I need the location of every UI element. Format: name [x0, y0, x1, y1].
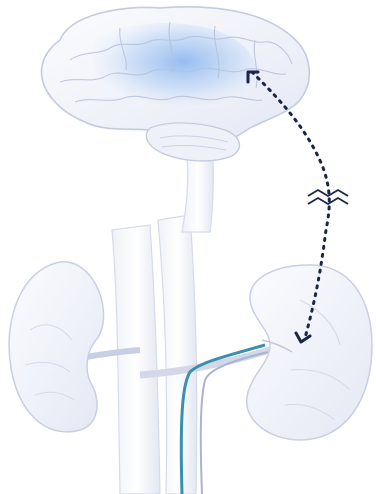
brain-icon	[42, 7, 310, 161]
vena-cava-vessel	[158, 215, 197, 494]
aorta-vessel	[112, 225, 160, 494]
kidney-left-icon	[9, 262, 104, 432]
vessel-group	[70, 215, 270, 494]
